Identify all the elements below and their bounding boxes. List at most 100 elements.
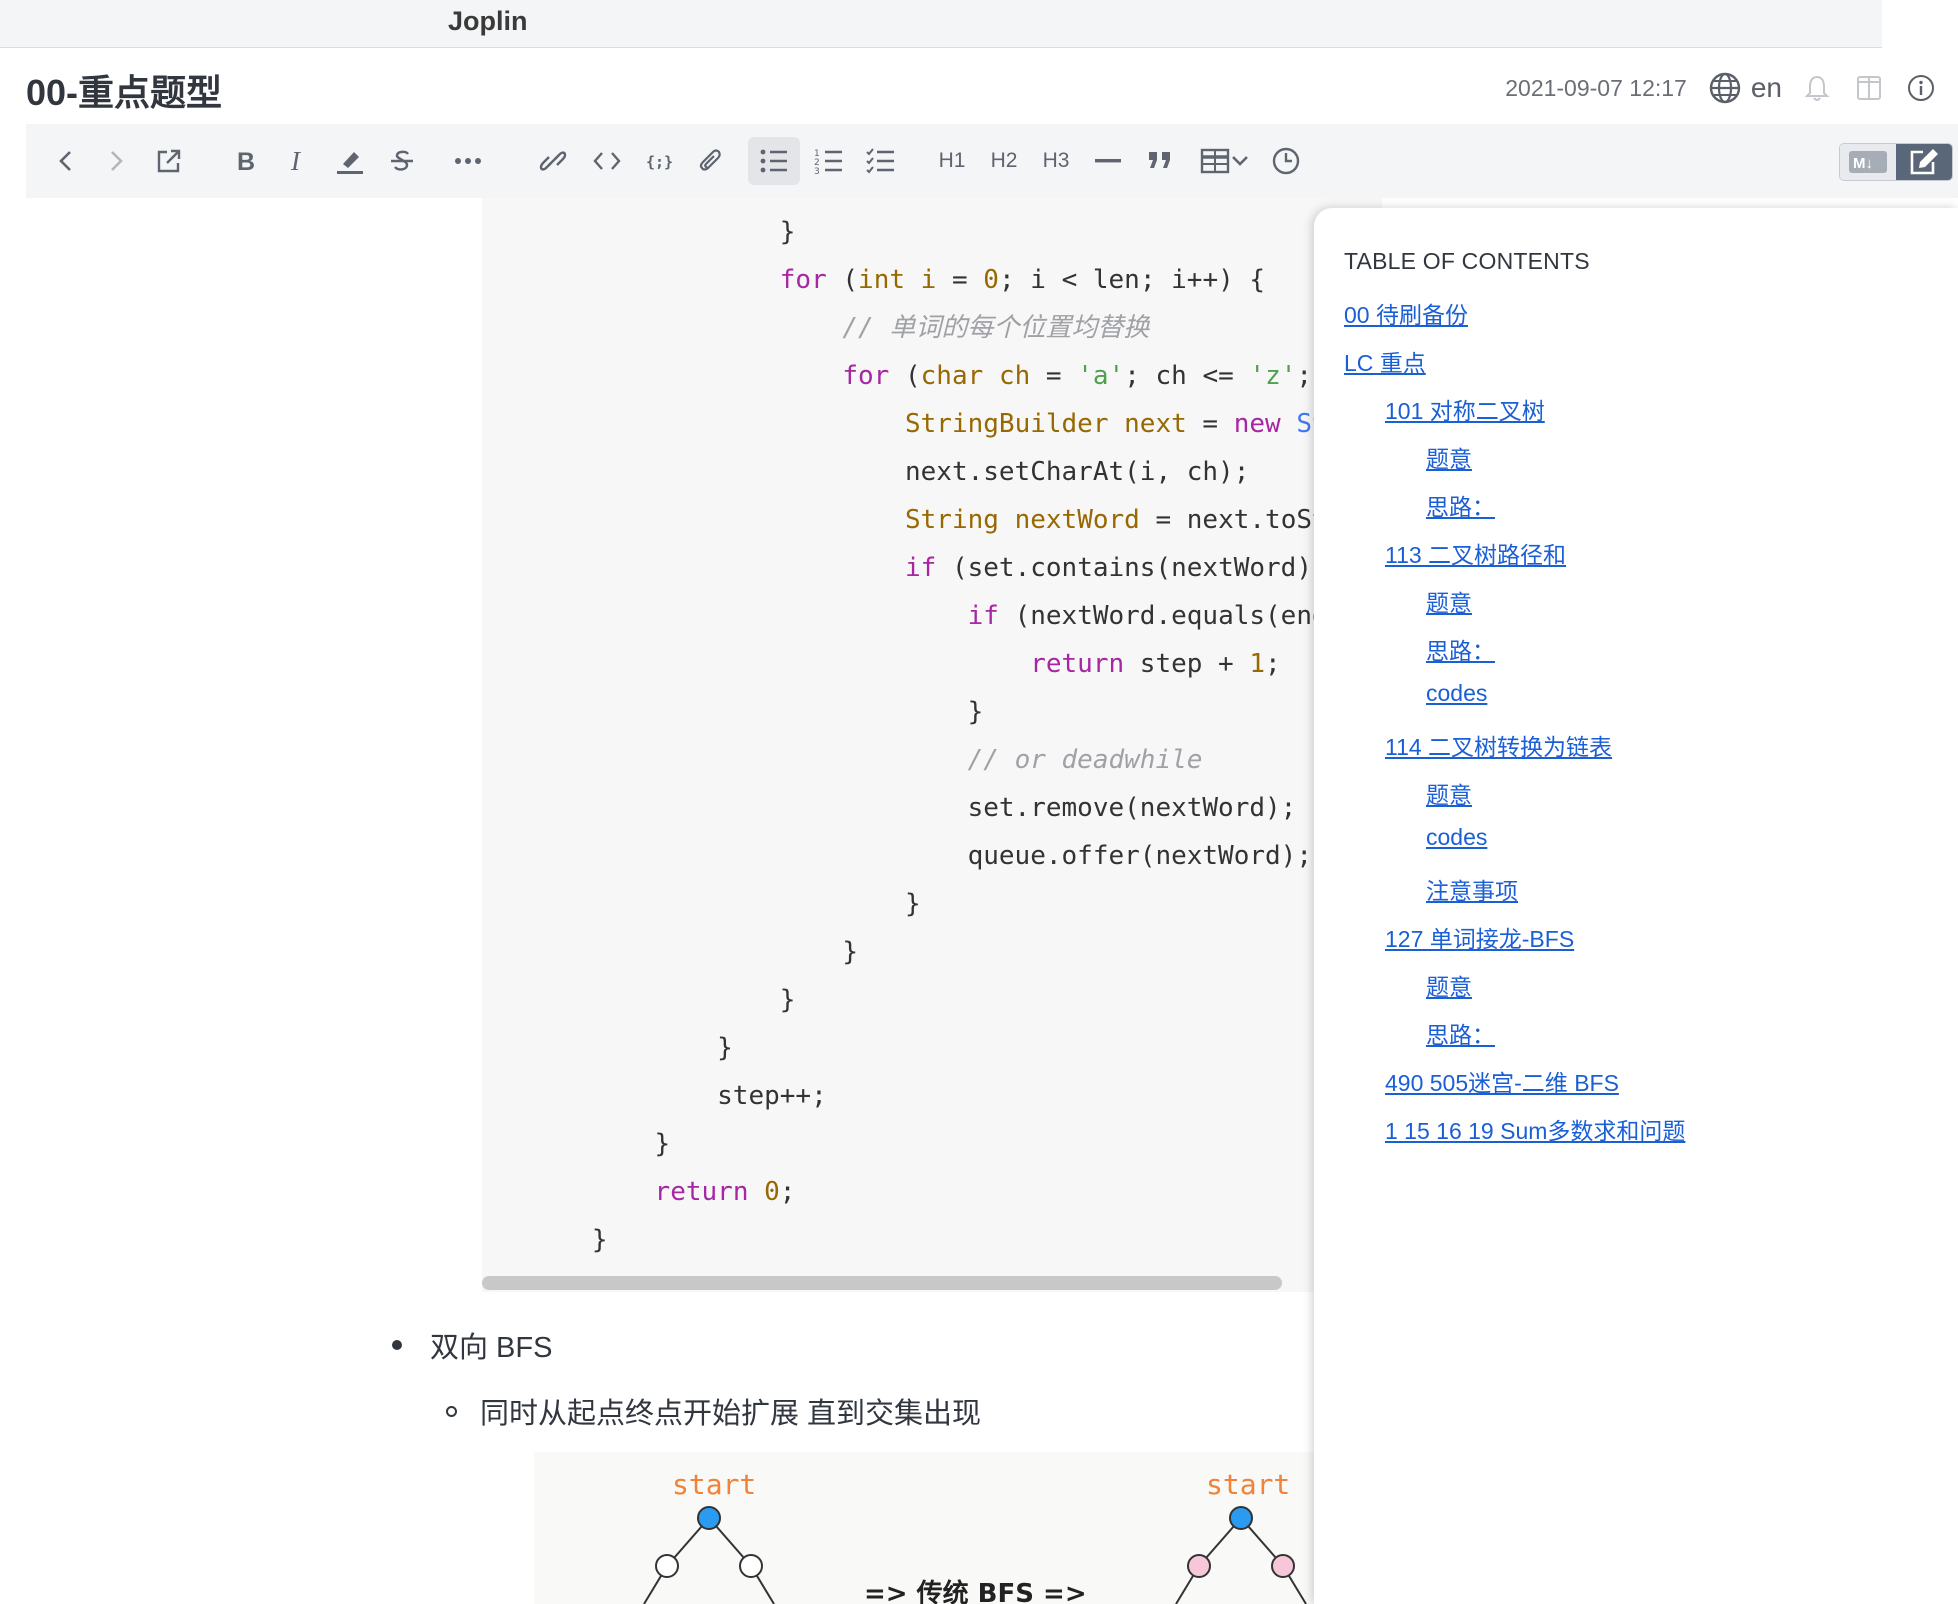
bell-icon (1804, 75, 1830, 101)
toc-link[interactable]: 思路： (1426, 1022, 1495, 1048)
toc-link[interactable]: 101 对称二叉树 (1385, 398, 1545, 424)
chevron-left-icon (59, 151, 71, 171)
strikethrough-button[interactable] (382, 137, 422, 185)
toc-link[interactable]: 题意 (1426, 782, 1472, 808)
more-button[interactable] (446, 137, 490, 185)
svg-text:{;}: {;} (646, 153, 673, 171)
image-start-label: start (672, 1468, 756, 1501)
highlight-button[interactable] (330, 137, 370, 185)
heading-1-button[interactable]: H1 (938, 149, 966, 172)
language-selector[interactable]: en (1709, 72, 1782, 104)
code-comment: // 单词的每个位置均替换 (842, 313, 1150, 343)
tree-node (1187, 1554, 1211, 1578)
bullet-circle (446, 1406, 457, 1417)
code-block-icon: {;} (646, 153, 673, 171)
bulleted-list-button[interactable] (748, 137, 800, 185)
toc-link[interactable]: codes (1426, 824, 1488, 850)
heading-3-button[interactable]: H3 (1042, 149, 1070, 172)
toc-link[interactable]: 1 15 16 19 Sum多数求和问题 (1385, 1118, 1686, 1144)
toc-link[interactable]: 113 二叉树路径和 (1385, 542, 1567, 568)
table-of-contents-panel: TABLE OF CONTENTS 00 待刷备份 LC 重点 101 对称二叉… (1314, 208, 1958, 1604)
numbered-list-button[interactable]: 1 2 3 (808, 137, 850, 185)
toc-link[interactable]: 注意事项 (1426, 878, 1518, 904)
toc-link[interactable]: 114 二叉树转换为链表 (1385, 734, 1613, 760)
checklist-icon (866, 148, 894, 174)
quote-icon (1149, 152, 1170, 168)
bold-button[interactable]: B (226, 137, 266, 185)
note-title[interactable]: 00-重点题型 (26, 72, 223, 113)
note-info-button[interactable] (1904, 71, 1938, 105)
toc-link[interactable]: 题意 (1426, 446, 1472, 472)
svg-text:1: 1 (814, 149, 820, 159)
toc-link[interactable]: 题意 (1426, 974, 1472, 1000)
paperclip-icon (699, 149, 721, 171)
editor-toolbar: B I {;} (26, 124, 1958, 198)
globe-icon (1709, 72, 1741, 104)
horizontal-rule-button[interactable] (1086, 137, 1130, 185)
insert-table-button[interactable] (1194, 137, 1256, 185)
editor-mode-toggle[interactable]: M↓ (1839, 143, 1953, 181)
list-item-text: 同时从起点终点开始扩展 直到交集出现 (480, 1398, 982, 1430)
table-icon (1200, 148, 1230, 174)
bfs-diagram-image: start => 传统 BFS => start (534, 1452, 1434, 1604)
toc-link[interactable]: LC 重点 (1344, 350, 1426, 376)
tree-node (739, 1554, 763, 1578)
window-bar-corner (1882, 0, 1958, 48)
markdown-label: M↓ (1853, 155, 1873, 172)
toc-link[interactable]: codes (1426, 680, 1488, 706)
toc-title: TABLE OF CONTENTS (1344, 248, 1590, 274)
bold-icon: B (237, 148, 255, 174)
image-middle-label: => 传统 BFS => (864, 1578, 1087, 1604)
svg-text:3: 3 (814, 167, 820, 175)
link-icon (539, 151, 567, 171)
toc-link[interactable]: 127 单词接龙-BFS (1385, 926, 1575, 952)
chevron-down-icon (1232, 156, 1248, 166)
note-date[interactable]: 2021-09-07 12:17 (1505, 74, 1687, 101)
language-code: en (1750, 72, 1782, 103)
split-view-icon (1857, 76, 1881, 100)
checklist-button[interactable] (860, 137, 902, 185)
toc-link[interactable]: 490 505迷宫-二维 BFS (1385, 1070, 1619, 1096)
code-horizontal-scrollbar[interactable] (482, 1276, 1282, 1290)
list-item-text: 双向 BFS (430, 1332, 553, 1364)
window-bar: Joplin (0, 0, 1958, 48)
toggle-layout-button[interactable] (1852, 71, 1886, 105)
inline-code-button[interactable] (586, 137, 628, 185)
italic-button[interactable]: I (278, 137, 318, 185)
external-link-icon (157, 149, 181, 173)
rich-text-mode-button[interactable] (1896, 144, 1952, 180)
svg-text:2: 2 (814, 158, 820, 168)
app-title: Joplin (448, 6, 528, 36)
info-icon (1908, 75, 1934, 101)
insert-time-button[interactable] (1264, 137, 1308, 185)
open-external-button[interactable] (148, 137, 190, 185)
tree-node (655, 1554, 679, 1578)
note-meta: 2021-09-07 12:17 en (1505, 68, 1938, 108)
highlighter-icon (337, 152, 363, 174)
heading-2-button[interactable]: H2 (990, 149, 1018, 172)
alarm-button[interactable] (1800, 71, 1834, 105)
toc-link[interactable]: 题意 (1426, 590, 1472, 616)
code-block-button[interactable]: {;} (638, 137, 680, 185)
attach-file-button[interactable] (690, 137, 732, 185)
toc-link[interactable]: 思路： (1426, 638, 1495, 664)
svg-text:I: I (290, 148, 302, 174)
edit-icon (1910, 149, 1938, 175)
back-button[interactable] (46, 137, 86, 185)
blockquote-button[interactable] (1138, 137, 1182, 185)
forward-button[interactable] (96, 137, 136, 185)
toc-link[interactable]: 思路： (1426, 494, 1495, 520)
bullet-dot (392, 1340, 402, 1350)
markdown-mode-button[interactable]: M↓ (1840, 144, 1896, 180)
code-block: } for (int i = 0; i < len; i++) { // 单词的… (482, 198, 1609, 1292)
note-header: 00-重点题型 2021-09-07 12:17 en (0, 48, 1958, 124)
italic-icon: I (290, 148, 302, 174)
strikethrough-icon (391, 150, 413, 171)
markdown-icon: M↓ (1849, 151, 1887, 173)
insert-link-button[interactable] (532, 137, 574, 185)
tree-node (697, 1506, 721, 1530)
code-comment: // or deadwhile (967, 745, 1203, 775)
toc-link[interactable]: 00 待刷备份 (1344, 302, 1468, 328)
numbered-list-icon: 1 2 3 (814, 149, 842, 175)
tree-node (1229, 1506, 1253, 1530)
